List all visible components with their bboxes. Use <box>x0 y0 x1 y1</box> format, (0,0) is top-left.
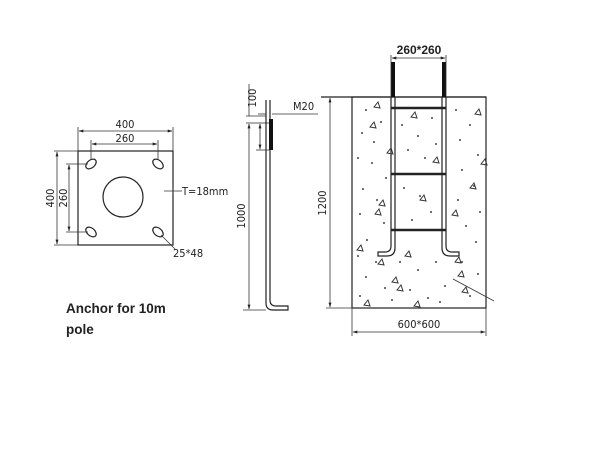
base-plate-view: 400 260 400 260 T=18mm 25*48 <box>44 118 228 260</box>
foundation-view: 1200 260*260 600*600 <box>316 43 495 336</box>
caption-line-2: pole <box>66 322 94 337</box>
concrete-foundation <box>351 96 487 309</box>
center-hole <box>102 176 144 218</box>
concrete-texture <box>357 109 481 303</box>
plate-width-outer-label: 400 <box>116 118 135 131</box>
bolt-length-label: 1000 <box>235 203 248 228</box>
anchor-bolt-view: 100 M20 1000 <box>235 84 318 311</box>
anchor-cage <box>377 62 460 257</box>
caption-line-1: Anchor for 10m <box>66 301 166 316</box>
aggregate-triangles <box>356 100 488 308</box>
plate-thickness-label: T=18mm <box>181 185 228 198</box>
bolt-spacing-label: 260*260 <box>397 43 442 57</box>
plate-height-outer-label: 400 <box>44 189 57 208</box>
drawing-caption: Anchor for 10m pole <box>66 298 216 340</box>
foundation-base-label: 600*600 <box>398 318 441 331</box>
bolt-slots <box>85 158 164 238</box>
base-plate <box>77 150 174 246</box>
plate-height-inner-label: 260 <box>57 189 70 208</box>
bolt-thread-label: M20 <box>293 100 314 113</box>
slot-size-label: 25*48 <box>173 247 203 260</box>
plate-width-inner-label: 260 <box>116 132 135 145</box>
bolt-top-length-label: 100 <box>246 89 259 108</box>
foundation-depth-label: 1200 <box>316 190 329 215</box>
